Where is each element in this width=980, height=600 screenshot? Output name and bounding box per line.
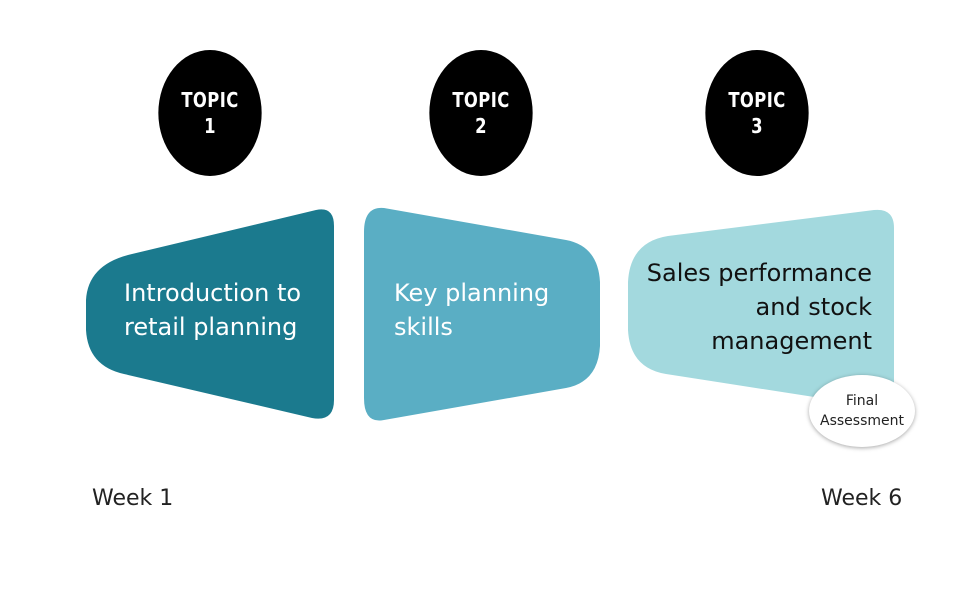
stage-3-line-2: and stock [755,293,872,321]
stage-1-line-1: Introduction to [124,279,302,307]
arrow-end-head [756,495,774,515]
week-end-label: Week 6 [821,486,903,511]
final-assessment-bubble: Final Assessment [809,375,915,447]
topic-1-word: TOPIC [181,88,239,112]
topic-2-circle: TOPIC 2 [429,50,533,176]
topic-3-circle: TOPIC 3 [705,50,809,176]
topic-2-word: TOPIC [452,88,510,112]
topic-1-number: 1 [204,114,216,138]
topic-1-circle: TOPIC 1 [158,50,262,176]
stage-3-text: Sales performance and stock management [620,256,872,358]
stage-2-line-1: Key planning [394,279,550,307]
arrow-start-head [216,495,234,515]
stage-3-line-3: management [711,327,872,355]
topic-3-word: TOPIC [728,88,786,112]
stage-1-shape [86,209,334,419]
final-assessment-line-1: Final [845,393,879,409]
topic-3-number: 3 [751,114,763,138]
week-start-label: Week 1 [92,486,174,511]
stage-2-line-2: skills [394,313,453,341]
final-assessment-line-2: Assessment [820,413,904,429]
stage-3-line-1: Sales performance [646,259,872,287]
topic-2-number: 2 [475,114,487,138]
timeline-arrow [216,495,774,515]
stage-3-shape [628,209,894,407]
stage-2-shape [364,207,600,421]
stage-1-text: Introduction to retail planning [124,276,324,344]
stage-2-text: Key planning skills [394,276,594,344]
stage-1-line-2: retail planning [124,313,298,341]
